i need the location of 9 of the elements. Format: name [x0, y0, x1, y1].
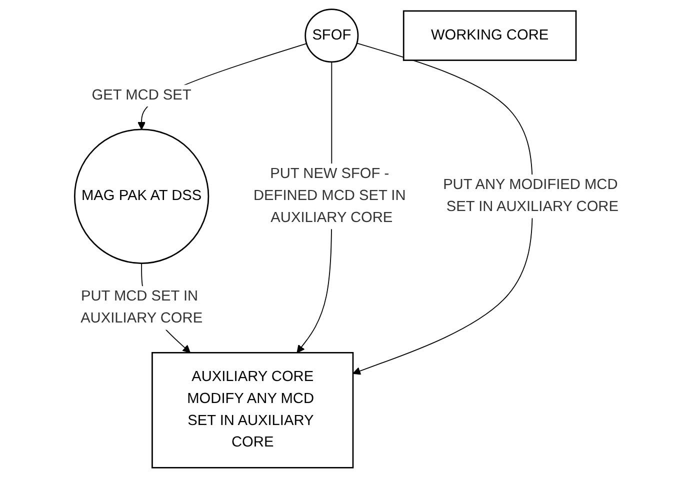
node-circle: MAG PAK AT DSS	[74, 128, 210, 264]
edge-label: GET MCD SET	[92, 87, 192, 103]
node-box: WORKING CORE	[402, 10, 577, 61]
node-box: AUXILIARY CORE MODIFY ANY MCD SET IN AUXILIARY CORE	[152, 352, 354, 468]
edge-label: PUT ANY MODIFIED MCD SET IN AUXILIARY CORE	[443, 177, 618, 215]
edge-label: PUT NEW SFOF - DEFINED MCD SET IN AUXILIARY CORE	[253, 166, 406, 226]
node-circle: SFOF	[304, 8, 359, 63]
arrow	[352, 42, 533, 375]
edge-label: PUT MCD SET IN AUXILIARY CORE	[80, 288, 203, 326]
